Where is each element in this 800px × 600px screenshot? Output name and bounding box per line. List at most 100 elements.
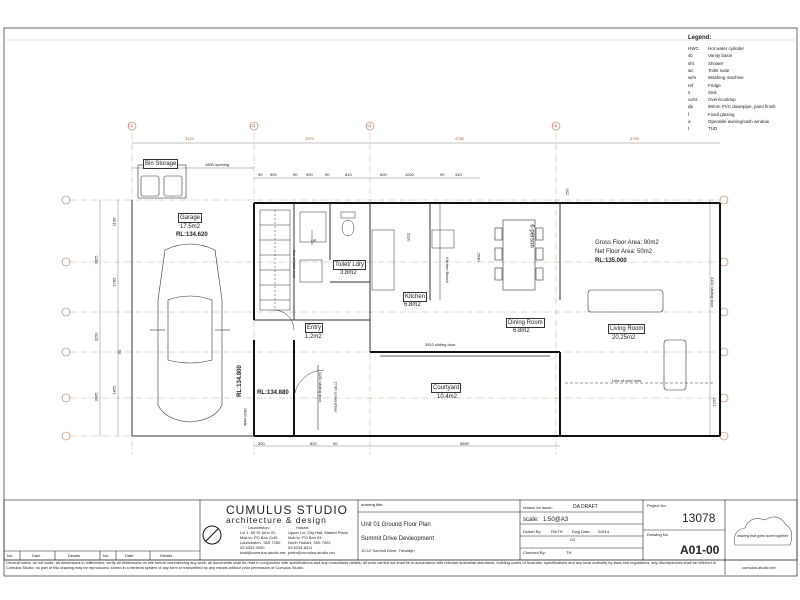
grid-markers bbox=[61, 121, 729, 441]
bin-storage bbox=[137, 164, 187, 199]
dim-third-5: 810 bbox=[345, 172, 352, 177]
rev-value: G2 bbox=[570, 537, 576, 542]
toilet-fixtures bbox=[299, 211, 356, 283]
drawing-title: Unit 01 Ground Floor Plan bbox=[361, 522, 431, 528]
courtyard-area: 10.4m2 bbox=[437, 394, 458, 400]
dim-bottom-2: 90 bbox=[333, 441, 338, 446]
office-line: Mail to: PO Box 93 bbox=[288, 535, 322, 540]
dim-1150: 1150 sliding door bbox=[318, 371, 324, 403]
project-name: Summit Drive Devleopment bbox=[361, 536, 435, 542]
living-area: 20.25m2 bbox=[612, 335, 636, 341]
dim-1800-wide: 1800 wide bbox=[243, 407, 249, 427]
dim-left-2: 1785 bbox=[111, 277, 117, 287]
legend-code: ref bbox=[688, 82, 694, 88]
dim-third-4: 90 bbox=[325, 172, 330, 177]
revision-header: Details bbox=[160, 553, 173, 558]
grid-marker-g3: G3 bbox=[366, 123, 372, 128]
room-dining: Dining Room bbox=[506, 318, 545, 328]
living-furniture bbox=[587, 289, 687, 391]
issue-label: reason for issue: bbox=[523, 505, 553, 510]
revision-header: Date bbox=[32, 553, 41, 558]
dim-1255: 1255 bbox=[711, 397, 717, 407]
revision-header: No. bbox=[103, 553, 110, 558]
dim-third-7: 1000 bbox=[405, 172, 414, 177]
legend-desc: Shower bbox=[708, 60, 724, 66]
net-area: Net Floor Area: 50m2 bbox=[595, 249, 653, 255]
office-line: Lvl 1, 65 St John St bbox=[240, 530, 275, 535]
dim-left-1: 2825 bbox=[93, 255, 99, 265]
garage-area: 17.5m2 bbox=[180, 224, 201, 230]
office-city: Launceston: bbox=[248, 525, 270, 530]
legend-desc: Oven/cooktop bbox=[708, 97, 736, 103]
legend-desc: Sink bbox=[708, 89, 717, 95]
drawing-no: A01-00 bbox=[680, 543, 720, 557]
scale-value: 1:50@A3 bbox=[543, 517, 569, 523]
room-bin-storage: Bin Storage bbox=[143, 159, 179, 169]
revision-header: Date bbox=[125, 553, 134, 558]
dim-third-8: 90 bbox=[440, 172, 445, 177]
room-garage: Garage bbox=[178, 213, 203, 223]
building-walls bbox=[253, 202, 721, 437]
checked-value: TH bbox=[566, 550, 572, 555]
main-rl: RL:135.000 bbox=[595, 258, 627, 264]
dim-bottom-1: 820 bbox=[310, 441, 317, 446]
legend-code: a bbox=[688, 119, 691, 124]
drawn-label: Drawn By: bbox=[523, 529, 542, 534]
grid-marker-g1: G1 bbox=[128, 123, 134, 128]
legend-code: ov/ct bbox=[688, 97, 698, 103]
person-label: 6 person bbox=[528, 224, 535, 248]
room-living: Living Room bbox=[608, 324, 646, 334]
dim-third-2: 90 bbox=[293, 172, 298, 177]
firm-logo bbox=[202, 525, 222, 545]
office-city: Hobart: bbox=[296, 525, 310, 530]
office-line: 03 6333 0930 bbox=[240, 545, 265, 550]
legend-code: dp bbox=[688, 104, 694, 110]
office-line: todd@cumulus-studio.net bbox=[240, 550, 286, 555]
dim-bottom-3: 5690 bbox=[460, 441, 469, 446]
dim-top-4: 3790 bbox=[630, 136, 639, 141]
dim-third-9: 310 bbox=[455, 172, 462, 177]
project-address: 10-12 Summit Drive, Trevallyn bbox=[361, 548, 415, 553]
gross-area: Gross Floor Area: 90m2 bbox=[595, 240, 659, 246]
dim-left-5: 1855 bbox=[111, 385, 117, 395]
room-toilet: Toilet/ Ldry bbox=[333, 260, 367, 270]
project-no: 13078 bbox=[682, 511, 716, 525]
cloud-text: drawing that goes home together bbox=[737, 534, 789, 538]
garage-rl: RL:134.620 bbox=[176, 232, 208, 238]
legend-code: shr bbox=[688, 60, 695, 66]
toilet-area: 3.8m2 bbox=[340, 270, 357, 276]
legend-desc: TUD bbox=[708, 126, 718, 132]
stair-up-label: UP bbox=[311, 238, 317, 243]
office-line: Upper Lvl, City Hall, Market Place bbox=[288, 530, 348, 535]
dining-table bbox=[494, 219, 544, 291]
dim-third-0: 90 bbox=[258, 172, 263, 177]
grid-lines bbox=[70, 122, 720, 455]
grid-marker-g2: G2 bbox=[250, 123, 256, 128]
date-value: 2/5/14 bbox=[598, 529, 610, 534]
entry-rl: RL:134.800 bbox=[236, 365, 243, 397]
legend-code: vb bbox=[688, 53, 693, 59]
stairs bbox=[259, 209, 291, 311]
website: cumulus-studio.net bbox=[742, 565, 776, 570]
firm-name: CUMULUS STUDIO bbox=[226, 503, 349, 517]
dim-left-6: 90 bbox=[117, 349, 123, 355]
stair-label: line of stair over bbox=[292, 249, 298, 279]
issue-value: DA DRAFT bbox=[573, 504, 598, 510]
legend-desc: Fixed glazing bbox=[708, 111, 735, 117]
dim-top-2: 2970 bbox=[305, 136, 314, 141]
legend-desc: Operable awning/sash window bbox=[708, 119, 770, 124]
dim-third-6: 600 bbox=[380, 172, 387, 177]
dim-2110: 2110 bbox=[406, 232, 412, 242]
void-label: Line of void over bbox=[612, 378, 642, 383]
office-line: peter@cumulus-studio.net bbox=[288, 550, 335, 555]
legend-title: Legend: bbox=[688, 35, 712, 41]
room-courtyard: Courtyard bbox=[431, 383, 462, 393]
legend-code: f bbox=[688, 111, 690, 117]
dim-left-0: 1130 bbox=[111, 217, 117, 227]
office-line: Mail to: PO Box 1145 bbox=[240, 535, 278, 540]
scale-label: scale: bbox=[523, 517, 539, 523]
drawn-value: PA/TH bbox=[551, 529, 563, 534]
kitchen-bench-label: Kitchen Bench bbox=[444, 257, 450, 283]
dim-4100: 4100 sliding door bbox=[710, 276, 716, 308]
